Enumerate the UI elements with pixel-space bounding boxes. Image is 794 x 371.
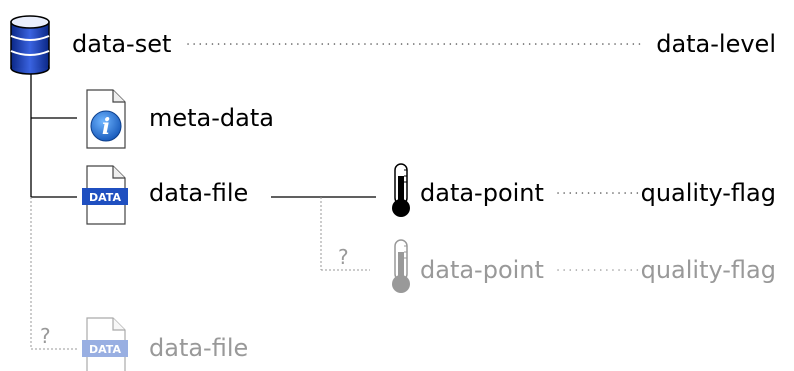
data-document-icon: DATA bbox=[82, 165, 128, 225]
optional-point-label: data-point bbox=[420, 256, 544, 284]
metadata-label: meta-data bbox=[149, 104, 274, 132]
root-label: data-set bbox=[72, 30, 171, 58]
svg-text:DATA: DATA bbox=[89, 343, 121, 356]
optional-thermometer-icon bbox=[392, 239, 410, 293]
svg-text:i: i bbox=[102, 114, 110, 140]
connector-lines bbox=[30, 43, 642, 350]
thermometer-icon bbox=[392, 163, 410, 217]
root-level-label: data-level bbox=[656, 30, 776, 58]
optional-file-label: data-file bbox=[149, 334, 248, 362]
database-icon bbox=[10, 15, 50, 75]
optional-point-marker: ? bbox=[338, 245, 349, 269]
optional-point-flag-label: quality-flag bbox=[641, 256, 776, 284]
point-label: data-point bbox=[420, 179, 544, 207]
optional-file-marker: ? bbox=[40, 324, 51, 348]
svg-text:DATA: DATA bbox=[89, 191, 121, 204]
optional-data-document-icon: DATA bbox=[82, 317, 128, 371]
point-flag-label: quality-flag bbox=[641, 179, 776, 207]
info-document-icon: i bbox=[86, 89, 126, 149]
file-label: data-file bbox=[149, 179, 248, 207]
